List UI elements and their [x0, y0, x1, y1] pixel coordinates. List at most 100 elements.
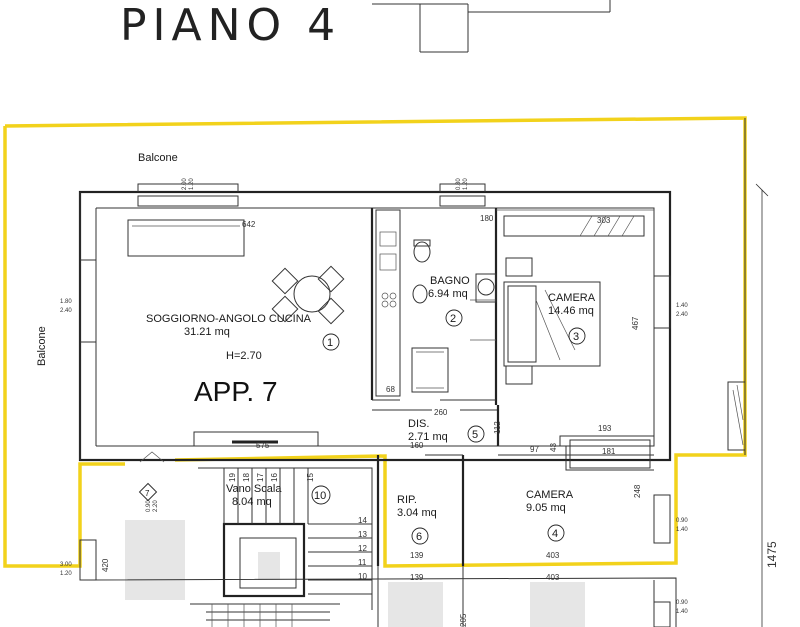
- room-3-area: 14.46 mq: [548, 305, 594, 317]
- balcony-left-label: Balcone: [36, 326, 48, 366]
- svg-text:16: 16: [270, 473, 279, 482]
- svg-text:2.40: 2.40: [676, 312, 688, 318]
- svg-text:2.40: 2.40: [60, 308, 72, 314]
- room-1-height: H=2.70: [226, 350, 262, 362]
- window-labels: 2.00 1.20 0.80 1.20 1.80 2.40 1.40 2.40 …: [60, 178, 688, 615]
- room-2-name: BAGNO: [430, 275, 470, 287]
- stair-room-badge: 10: [311, 485, 331, 505]
- stair-step-labels-right: 14 13 12 11 10: [358, 516, 367, 581]
- svg-text:248: 248: [633, 484, 642, 498]
- svg-text:12: 12: [358, 544, 367, 553]
- room-5-name: DIS.: [408, 418, 429, 430]
- desk: [569, 439, 651, 469]
- svg-text:7: 7: [145, 489, 150, 498]
- stair-marker: 7: [145, 489, 150, 498]
- svg-text:18: 18: [242, 473, 251, 482]
- svg-text:10: 10: [314, 490, 326, 502]
- bathroom-fixtures: [411, 239, 497, 393]
- svg-text:5: 5: [472, 429, 478, 441]
- top-structure: [372, 0, 611, 53]
- room-1-area: 31.21 mq: [184, 326, 230, 338]
- room-4-name: CAMERA: [526, 489, 574, 501]
- svg-text:139: 139: [410, 551, 424, 560]
- svg-text:2.00: 2.00: [182, 178, 188, 190]
- right-dimension-line: [755, 183, 769, 627]
- stair-room-area: 8.04 mq: [232, 496, 272, 508]
- svg-text:1.40: 1.40: [676, 527, 688, 533]
- svg-text:205: 205: [459, 613, 468, 627]
- svg-text:2.20: 2.20: [153, 500, 159, 512]
- svg-text:10: 10: [358, 572, 367, 581]
- svg-text:467: 467: [631, 316, 640, 330]
- svg-text:1.20: 1.20: [60, 571, 72, 577]
- svg-text:3.00: 3.00: [60, 562, 72, 568]
- svg-text:260: 260: [434, 408, 448, 417]
- svg-text:68: 68: [386, 385, 395, 394]
- obscured-areas: [125, 520, 585, 627]
- svg-text:575: 575: [256, 441, 270, 450]
- svg-text:1.20: 1.20: [189, 178, 195, 190]
- balcony-top-label: Balcone: [138, 152, 178, 164]
- lower-structure: [79, 566, 677, 627]
- svg-text:112: 112: [493, 421, 502, 434]
- svg-text:1: 1: [327, 337, 333, 349]
- svg-text:13: 13: [358, 530, 367, 539]
- stair-step-labels-top: 19 18 17 16 15: [228, 473, 315, 482]
- room-4-badge: 4: [547, 524, 565, 542]
- svg-text:642: 642: [242, 220, 256, 229]
- balcony-outline: [727, 118, 746, 455]
- svg-text:0.80: 0.80: [456, 178, 462, 190]
- bed: [503, 257, 601, 385]
- floor-title: PIANO 4: [120, 0, 341, 51]
- svg-text:0.90: 0.90: [146, 500, 152, 512]
- entry-area: [138, 431, 319, 502]
- svg-text:180: 180: [480, 214, 494, 223]
- svg-text:43: 43: [549, 443, 558, 452]
- svg-text:1.20: 1.20: [463, 178, 469, 190]
- svg-text:403: 403: [546, 551, 560, 560]
- svg-text:160: 160: [410, 441, 424, 450]
- svg-text:4: 4: [552, 528, 558, 540]
- sofa: [127, 219, 245, 257]
- room-3-name: CAMERA: [548, 292, 596, 304]
- dimension-labels: 642 180 303 467 68 260 575 112 160 97 43…: [101, 214, 779, 627]
- svg-text:15: 15: [306, 473, 315, 482]
- room-6-badge: 6: [411, 527, 429, 545]
- svg-text:1475: 1475: [765, 541, 779, 568]
- room-4-area: 9.05 mq: [526, 502, 566, 514]
- svg-text:193: 193: [598, 424, 612, 433]
- room-2-area: 6.94 mq: [428, 288, 468, 300]
- svg-text:19: 19: [228, 473, 237, 482]
- stair-room-name: Vano Scala: [226, 483, 282, 495]
- svg-text:11: 11: [358, 558, 367, 567]
- svg-text:1.80: 1.80: [60, 299, 72, 305]
- svg-text:3: 3: [573, 331, 579, 343]
- svg-text:14: 14: [358, 516, 367, 525]
- room-2-badge: 2: [445, 309, 463, 327]
- room-5-area: 2.71 mq: [408, 431, 448, 443]
- dining-table: [271, 265, 345, 325]
- svg-text:17: 17: [256, 473, 265, 482]
- kitchen-counter: [375, 209, 401, 397]
- room-1-name: SOGGIORNO-ANGOLO CUCINA: [146, 313, 312, 325]
- interior-walls: [370, 208, 654, 566]
- svg-text:1.40: 1.40: [676, 609, 688, 615]
- svg-text:0.90: 0.90: [676, 600, 688, 606]
- svg-text:403: 403: [546, 573, 560, 582]
- exterior-walls: [78, 183, 672, 581]
- svg-text:420: 420: [101, 558, 110, 572]
- room-5-badge: 5: [467, 425, 485, 443]
- svg-text:303: 303: [597, 216, 611, 225]
- staircase: [190, 467, 373, 627]
- svg-text:1.40: 1.40: [676, 303, 688, 309]
- svg-text:0.90: 0.90: [676, 518, 688, 524]
- svg-text:97: 97: [530, 445, 539, 454]
- wardrobe: [503, 215, 645, 237]
- room-1-badge: 1: [322, 333, 340, 351]
- room-6-area: 3.04 mq: [397, 507, 437, 519]
- svg-text:2: 2: [450, 313, 456, 325]
- svg-text:6: 6: [416, 531, 422, 543]
- room-3-badge: 3: [568, 327, 586, 345]
- apartment-label: APP. 7: [194, 376, 278, 407]
